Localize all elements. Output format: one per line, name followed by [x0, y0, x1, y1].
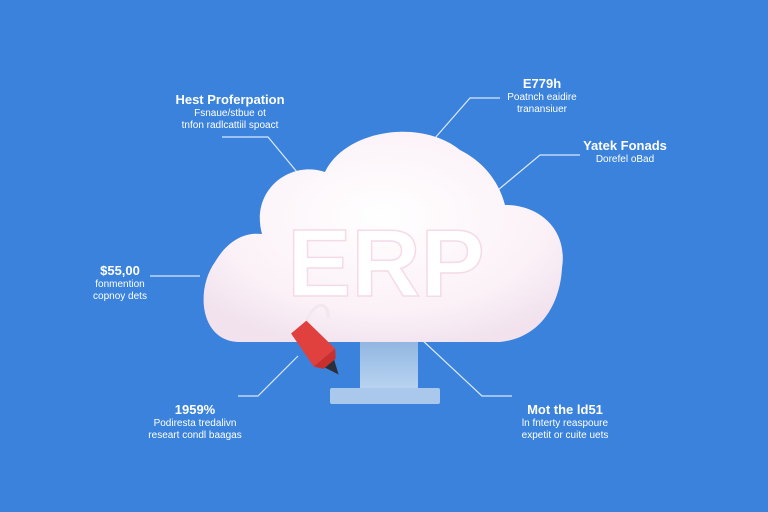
callout-top-right: E779h Poatnch eaidire tranansiuer: [482, 76, 602, 116]
callout-bottom-left-title: 1959%: [174, 402, 216, 417]
cloud-shape: [203, 131, 563, 342]
callout-top-left: Hest Proferpation Fsnaue/stbue ot tnfon …: [150, 92, 310, 132]
callout-bottom-right-line-2: expetit or cuite uets: [521, 430, 609, 441]
callout-mid-left-title: $55,00: [100, 263, 140, 278]
callout-bottom-right-line-1: ln fnterty reaspoure: [521, 418, 609, 429]
callout-mid-right-title: Yatek Fonads: [583, 138, 667, 153]
callout-bottom-left-line-2: researt condl baagas: [148, 430, 242, 441]
callout-top-right-line-2: tranansiuer: [516, 104, 568, 115]
connector-lines: [150, 97, 580, 397]
callout-bottom-right: Mot the ld51 ln fnterty reaspoure expeti…: [500, 402, 630, 442]
callout-mid-right-line-1: Dorefel oBad: [595, 154, 655, 165]
rocket-icon: [291, 303, 339, 375]
callout-top-left-line-1: Fsnaue/stbue ot: [194, 108, 266, 119]
erp-label: ERP: [287, 210, 484, 317]
callout-mid-left-line-2: copnoy dets: [93, 291, 147, 302]
connector-bottom-left: [238, 355, 299, 397]
callout-bottom-left-line-1: Podiresta tredalivn: [153, 418, 237, 429]
stand-base: [330, 388, 440, 404]
connector-bottom-right: [419, 337, 512, 397]
callout-top-left-line-2: tnfon radlcattiil spoact: [181, 120, 279, 131]
stand-neck: [360, 338, 418, 390]
callout-mid-left-line-1: fonmention: [95, 279, 145, 290]
callout-mid-right: Yatek Fonads Dorefel oBad: [570, 138, 680, 166]
callout-top-left-title: Hest Proferpation: [175, 92, 285, 107]
callout-bottom-right-title: Mot the ld51: [527, 402, 603, 417]
connector-mid-right: [497, 154, 580, 191]
callout-bottom-left: 1959% Podiresta tredalivn researt condl …: [130, 402, 260, 442]
callout-top-right-line-1: Poatnch eaidire: [507, 92, 577, 103]
monitor-stand: [330, 338, 440, 404]
connector-top-right: [434, 97, 500, 139]
connector-top-left: [222, 136, 303, 179]
callout-top-right-title: E779h: [522, 76, 562, 91]
callout-mid-left: $55,00 fonmention copnoy dets: [80, 263, 160, 303]
